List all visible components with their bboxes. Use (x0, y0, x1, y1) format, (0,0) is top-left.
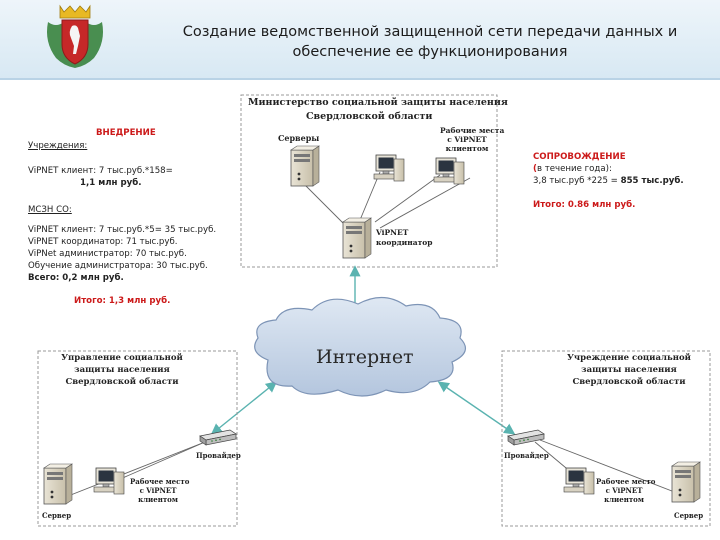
left-workplace-label-line-1: Рабочее место (130, 477, 190, 486)
ministry-network-box (240, 94, 498, 268)
support-cost: 3,8 тыс.руб *225 = 855 тыс.руб. (533, 176, 684, 187)
support-total: Итого: 0.86 млн руб. (533, 200, 636, 210)
internet-cloud-icon (254, 296, 467, 397)
right-server-icon (671, 461, 701, 503)
implementation-heading: ВНЕДРЕНИЕ (96, 128, 156, 138)
institutions-label: Учреждения: (28, 141, 88, 151)
mszn-item: ViPNET координатор: 71 тыс.руб. (28, 237, 178, 247)
support-period: (в течение года): (533, 164, 612, 175)
left-office-title: Управление социальной защиты населения С… (54, 352, 190, 388)
left-office-title-line-3: Свердловской области (65, 377, 179, 387)
mszn-item: Обучение администратора: 30 тыс.руб. (28, 261, 208, 271)
right-office-title-line-3: Свердловской области (572, 377, 686, 387)
left-office-title-line-2: защиты населения (74, 365, 170, 375)
right-workplace-label-line-2: с ViPNET (605, 486, 643, 495)
workstations-label-line-3: клиентом (445, 144, 489, 153)
support-heading: СОПРОВОЖДЕНИЕ (533, 152, 626, 162)
ministry-workstation-icon-1 (373, 154, 405, 182)
mszn-label: МСЗН СО: (28, 205, 72, 215)
ministry-title-line-1: Министерство социальной защиты населения (248, 97, 508, 108)
right-office-title-line-1: Учреждение социальной (567, 353, 691, 363)
support-cost-formula: 3,8 тыс.руб *225 = (533, 176, 621, 186)
right-workplace-label: Рабочее место с ViPNET клиентом (596, 477, 656, 504)
institutions-client-total: 1,1 млн руб. (80, 178, 142, 188)
left-office-box (37, 350, 238, 527)
coordinator-label-line-1: ViPNET (376, 228, 409, 237)
title-line-1: Создание ведомственной защищенной сети п… (182, 24, 678, 40)
right-office-title-line-2: защиты населения (581, 365, 677, 375)
ministry-server-icon (290, 145, 320, 187)
coordinator-label: ViPNET координатор (376, 228, 432, 248)
ministry-lan-links (301, 171, 471, 231)
right-provider-label: Провайдер (504, 451, 549, 460)
title-line-2: обеспечение ее функционирования (292, 44, 568, 60)
left-workplace-label-line-2: с ViPNET (139, 486, 177, 495)
left-provider-label: Провайдер (196, 451, 241, 460)
left-server-icon (43, 463, 73, 505)
coordinator-label-line-2: координатор (376, 238, 433, 247)
mszn-item: ViPNet администратор: 70 тыс.руб. (28, 249, 187, 259)
left-office-internet-connector (210, 381, 278, 435)
support-cost-value: 855 тыс.руб. (620, 176, 684, 186)
right-workplace-label-line-3: клиентом (604, 495, 644, 504)
ministry-workstation-icon-2 (433, 157, 465, 185)
left-workplace-label-line-3: клиентом (138, 495, 178, 504)
workstations-label-line-2: с ViPNET (447, 135, 487, 144)
right-router-icon (507, 429, 545, 446)
mszn-total: Всего: 0,2 млн руб. (28, 273, 124, 283)
right-office-box (501, 350, 711, 527)
right-office-title: Учреждение социальной защиты населения С… (560, 352, 698, 388)
workstations-label: Рабочие места с ViPNET клиентом (440, 126, 505, 153)
left-router-icon (199, 429, 237, 446)
servers-label: Серверы (278, 133, 320, 143)
right-workstation-icon (563, 467, 595, 495)
internet-label: Интернет (316, 346, 414, 368)
left-workstation-icon (93, 467, 125, 495)
right-workplace-label-line-1: Рабочее место (596, 477, 656, 486)
workstations-label-line-1: Рабочие места (440, 126, 505, 135)
slide-title: Создание ведомственной защищенной сети п… (150, 22, 710, 62)
support-period-bracket: ( (533, 164, 537, 174)
grand-total: Итого: 1,3 млн руб. (74, 296, 171, 306)
mszn-item: ViPNET клиент: 7 тыс.руб.*5= 35 тыс.руб. (28, 225, 217, 235)
right-office-internet-connector (437, 381, 516, 435)
header-band (0, 0, 720, 80)
coat-of-arms-emblem (47, 4, 103, 68)
institutions-client-cost: ViPNET клиент: 7 тыс.руб.*158= (28, 166, 173, 176)
left-server-label: Сервер (42, 511, 72, 520)
header-divider (0, 78, 720, 80)
right-server-label: Сервер (674, 511, 704, 520)
left-office-title-line-1: Управление социальной (61, 353, 183, 363)
ministry-title-line-2: Свердловской области (306, 111, 433, 122)
support-period-text: в течение года): (536, 164, 612, 174)
ministry-coordinator-server-icon (342, 217, 372, 259)
left-workplace-label: Рабочее место с ViPNET клиентом (130, 477, 190, 504)
